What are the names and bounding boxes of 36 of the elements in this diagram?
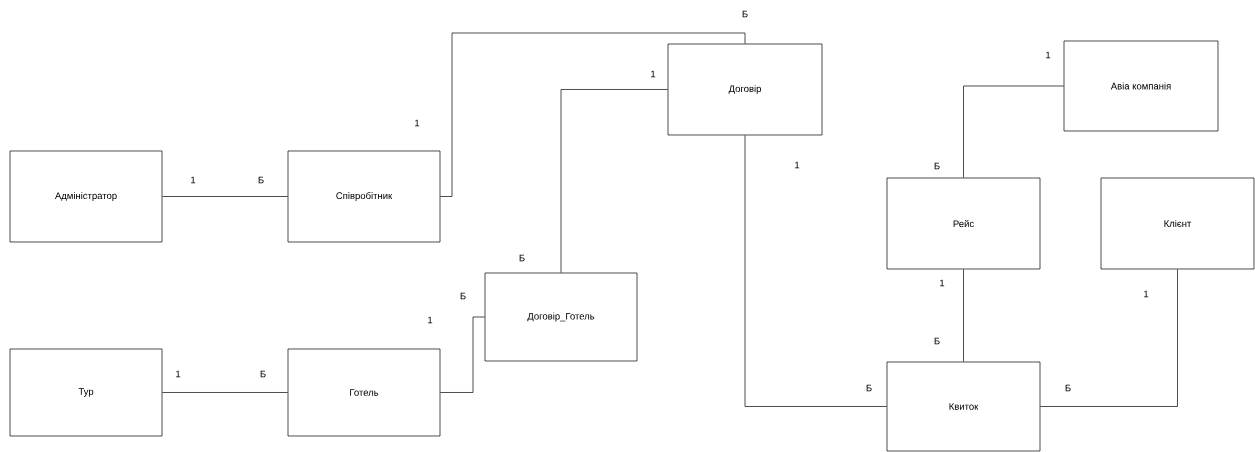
cardinality-label: Б (866, 384, 872, 392)
cardinality-label: Б (1065, 384, 1071, 392)
cardinality-label: 1 (176, 370, 181, 378)
connector-line (162, 196, 288, 197)
connector-line (963, 269, 964, 362)
cardinality-label: 1 (651, 70, 656, 78)
entity-box: Тур (9, 348, 163, 437)
connector-line (560, 89, 668, 273)
entity-box: Договір (667, 43, 823, 136)
cardinality-label: Б (460, 292, 466, 300)
entity-box: Адміністратор (9, 150, 163, 243)
cardinality-label: 1 (1046, 51, 1051, 59)
cardinality-label: Б (519, 254, 525, 262)
entity-box: Клієнт (1100, 177, 1255, 270)
connector-line (1040, 269, 1178, 407)
connector-line (440, 316, 485, 393)
connector-line (162, 392, 288, 393)
entity-box: Готель (287, 348, 441, 437)
cardinality-label: Б (934, 337, 940, 345)
cardinality-label: 1 (191, 176, 196, 184)
cardinality-label: Б (258, 176, 264, 184)
entity-box: Авіа компанія (1063, 40, 1219, 132)
entity-box: Квиток (886, 361, 1041, 452)
cardinality-label: Б (742, 10, 748, 18)
entity-box: Співробітник (287, 150, 441, 243)
cardinality-label: Б (260, 370, 266, 378)
connector-line (963, 85, 1064, 178)
cardinality-label: 1 (940, 279, 945, 287)
connector-line (744, 135, 887, 407)
entity-box: Рейс (886, 177, 1041, 270)
cardinality-label: 1 (795, 161, 800, 169)
cardinality-label: 1 (415, 119, 420, 127)
cardinality-label: 1 (428, 316, 433, 324)
cardinality-label: 1 (1144, 290, 1149, 298)
entity-box: Договір_Готель (484, 272, 638, 362)
connector-line (440, 32, 746, 197)
